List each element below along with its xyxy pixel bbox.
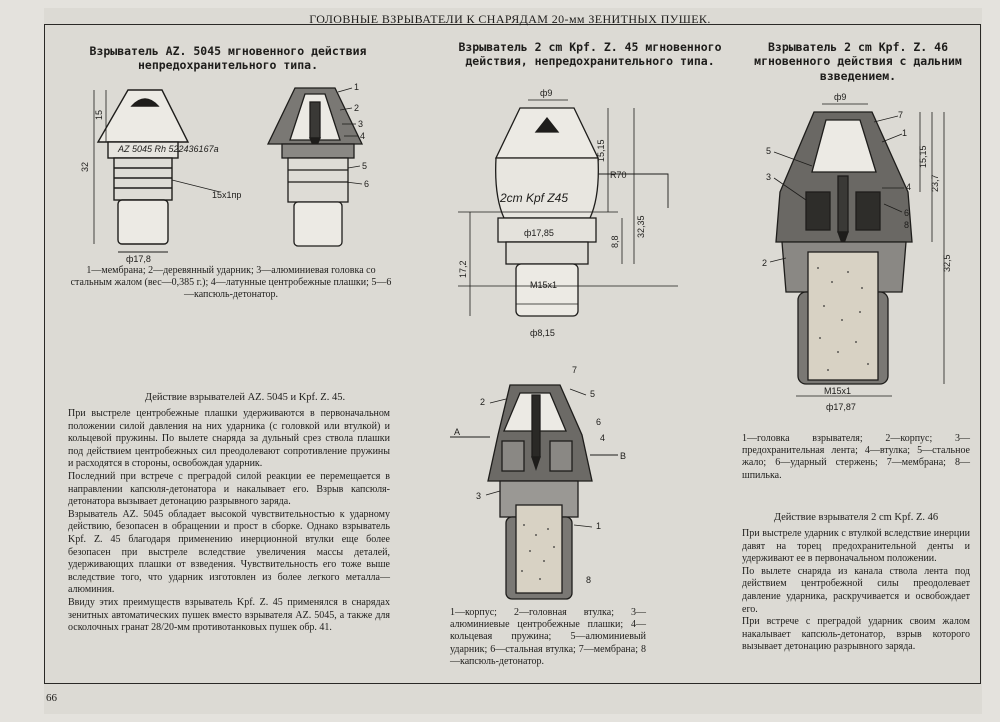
fuse2-dim-bottom: ф8,15 [530,328,555,338]
fuse2-dim-top: ф9 [540,88,552,98]
fuse2-callout-5: 5 [590,389,595,399]
fuse2-callout-2: 2 [480,397,485,407]
fuse1-caption: 1—мембрана; 2—деревянный ударник; 3—алюм… [70,265,392,301]
fuse2-title: Взрыватель 2 cm Kpf. Z. 45 мгновенного д… [458,40,722,69]
fuse1-outer-view [93,89,221,253]
fuse3-dim-h2: 23,7 [930,174,940,192]
action1-paragraph: При выстреле центробежные плашки удержив… [68,408,390,470]
fuse1-thread: 15x1пр [212,190,241,200]
fuse2-dim-r: R70 [610,170,627,180]
fuse1-callout-3: 3 [358,119,363,129]
action1-body: При выстреле центробежные плашки удержив… [68,408,390,635]
page-header: ГОЛОВНЫЕ ВЗРЫВАТЕЛИ К СНАРЯДАМ 20-мм ЗЕН… [309,12,711,26]
fuse1-drawing: 32 15 AZ 5045 Rh 522436167a 15x1пр ф17,8… [80,82,369,264]
fuse3-drawing: ф9 7 1 5 3 4 6 8 2 15,15 23,7 32,5 M15x1… [762,92,952,412]
fuse2-dim-d1: ф17,85 [524,228,554,238]
fuse3-dim-thread: M15x1 [824,386,851,396]
fuse1-dim-15: 15 [94,110,104,120]
action2-paragraph: По вылете снаряда из канала ствола лента… [742,565,970,615]
fuse2-dim-h2: 32,35 [636,215,646,238]
fuse1-dim-32: 32 [80,162,90,172]
fuse2-section-label-b: B [620,451,626,461]
fuse3-callout-4: 4 [906,182,911,192]
fuse2-section-drawing: A B 7 5 2 6 4 3 1 8 [450,365,626,600]
fuse3-callout-5: 5 [766,146,771,156]
fuse2-callout-6: 6 [596,417,601,427]
fuse1-section-view [266,87,364,247]
fuse1-callout-4: 4 [360,131,365,141]
fuse2-callout-4: 4 [600,433,605,443]
fuse2-callout-3: 3 [476,491,481,501]
action1-paragraph: Взрыватель AZ. 5045 обладает высокой чув… [68,508,390,596]
fuse1-marking: AZ 5045 Rh 522436167a [117,144,219,154]
action2-title: Действие взрывателя 2 cm Kpf. Z. 46 [773,512,939,523]
fuse3-callout-3: 3 [766,172,771,182]
page-frame [44,24,981,684]
action1-title: Действие взрывателей AZ. 5045 и Kpf. Z. … [144,392,346,403]
action2-paragraph: При выстреле ударник с втулкой вследстви… [742,528,970,565]
fuse2-callout-7: 7 [572,365,577,375]
fuse1-dia: ф17,8 [126,254,151,264]
fuse2-caption: 1—корпус; 2—головная втулка; 3—алюминиев… [450,607,646,667]
fuse2-dim-h1: 15,15 [596,139,606,162]
fuse3-callout-2: 2 [762,258,767,268]
fuse2-callout-1: 1 [596,521,601,531]
fuse3-callout-6: 6 [904,208,909,218]
fuse3-callout-1: 1 [902,128,907,138]
fuse3-callout-8: 8 [904,220,909,230]
action2-body: При выстреле ударник с втулкой вследстви… [742,528,970,654]
fuse2-dim-thread: M15x1 [530,280,557,290]
fuse3-dim-top: ф9 [834,92,846,102]
fuse2-dim-h3: 8,8 [610,235,620,248]
action1-paragraph: Последний при встрече с преградой силой … [68,470,390,508]
fuse1-callout-2: 2 [354,103,359,113]
fuse1-callout-1: 1 [354,82,359,92]
fuse1-callout-5: 5 [362,161,367,171]
fuse2-section-label-a: A [454,427,460,437]
fuse2-callout-8: 8 [586,575,591,585]
fuse3-callout-7: 7 [898,110,903,120]
fuse3-dim-h3: 32,5 [942,254,952,272]
action1-paragraph: Ввиду этих преимуществ взрыватель Kpf. Z… [68,596,390,634]
fuse3-dim-dia: ф17,87 [826,402,856,412]
fuse2-dim-h4: 17,2 [458,260,468,278]
page-number: 66 [46,692,57,704]
fuse2-drawing: ф9 R70 2cm Kpf Z45 ф17,85 M15x1 ф8,15 15… [458,88,678,338]
fuse3-title: Взрыватель 2 cm Kpf. Z. 46 мгновенного д… [754,40,962,83]
fuse2-marking: 2cm Kpf Z45 [499,191,568,205]
action2-paragraph: При встрече с преградой ударник своим жа… [742,616,970,653]
fuse1-title: Взрыватель AZ. 5045 мгновенного действия… [89,44,367,73]
fuse3-caption: 1—головка взрывателя; 2—корпус; 3—предох… [742,433,970,481]
fuse1-callout-6: 6 [364,179,369,189]
fuse3-dim-h1: 15,15 [918,145,928,168]
